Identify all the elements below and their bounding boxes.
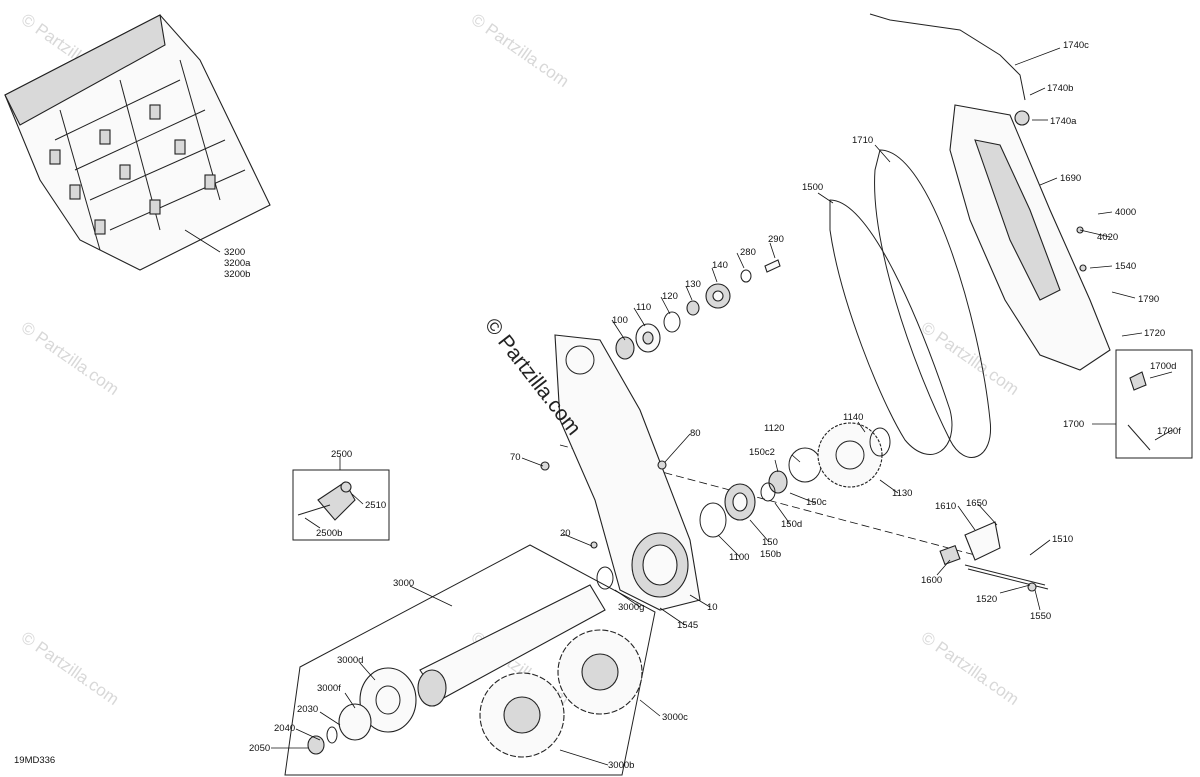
callout-1700: 1700 bbox=[1063, 419, 1084, 430]
watermark: © Partzilla.com bbox=[18, 318, 123, 399]
callout-130: 130 bbox=[685, 279, 701, 290]
callout-80: 80 bbox=[690, 428, 701, 439]
callout-1740a: 1740a bbox=[1050, 116, 1077, 127]
callout-3000c: 3000c bbox=[662, 712, 688, 723]
callout-2040: 2040 bbox=[274, 723, 295, 734]
callout-150c: 150c bbox=[806, 497, 827, 508]
callout-2030: 2030 bbox=[297, 704, 318, 715]
callout-3200: 3200 bbox=[224, 247, 245, 258]
callout-4020: 4020 bbox=[1097, 232, 1118, 243]
callout-10: 10 bbox=[707, 602, 718, 613]
callout-1790: 1790 bbox=[1138, 294, 1159, 305]
callout-1740c: 1740c bbox=[1063, 40, 1089, 51]
inset-1700d bbox=[1115, 349, 1193, 459]
callout-1700f: 1700f bbox=[1157, 426, 1181, 437]
callout-labels: 1740c 1740b 1740a 1710 1690 1500 4000 40… bbox=[224, 40, 1181, 771]
callout-1740b: 1740b bbox=[1047, 83, 1073, 94]
track-3200 bbox=[4, 14, 271, 271]
sprockets bbox=[307, 629, 643, 758]
callout-140: 140 bbox=[712, 260, 728, 271]
callout-1500: 1500 bbox=[802, 182, 823, 193]
drive-shaft-3000 bbox=[284, 544, 656, 776]
callout-3200b: 3200b bbox=[224, 269, 250, 280]
callout-2510: 2510 bbox=[365, 500, 386, 511]
drive-gears bbox=[699, 422, 891, 538]
callout-2500b: 2500b bbox=[316, 528, 342, 539]
callout-1610: 1610 bbox=[935, 501, 956, 512]
callout-1710: 1710 bbox=[852, 135, 873, 146]
watermark: © Partzilla.com bbox=[918, 628, 1023, 709]
callout-150d: 150d bbox=[781, 519, 802, 530]
callout-1690: 1690 bbox=[1060, 173, 1081, 184]
callout-4000: 4000 bbox=[1115, 207, 1136, 218]
chaincase-inner-10 bbox=[554, 334, 701, 611]
chaincase-cover-1700 bbox=[869, 13, 1111, 371]
watermark: © Partzilla.com bbox=[18, 628, 123, 709]
leader-lines bbox=[184, 47, 1173, 766]
callout-100: 100 bbox=[612, 315, 628, 326]
diagram-code: 19MD336 bbox=[14, 755, 55, 766]
callout-150b: 150b bbox=[760, 549, 781, 560]
callout-3000f: 3000f bbox=[317, 683, 341, 694]
callout-2050: 2050 bbox=[249, 743, 270, 754]
callout-2500: 2500 bbox=[331, 449, 352, 460]
callout-280: 280 bbox=[740, 247, 756, 258]
callout-1545: 1545 bbox=[677, 620, 698, 631]
callout-3000g: 3000g bbox=[618, 602, 644, 613]
chains bbox=[829, 149, 992, 458]
callout-3000: 3000 bbox=[393, 578, 414, 589]
callout-150: 150 bbox=[762, 537, 778, 548]
callout-1140: 1140 bbox=[843, 412, 863, 423]
callout-1550: 1550 bbox=[1030, 611, 1051, 622]
callout-290: 290 bbox=[768, 234, 784, 245]
callout-1700d: 1700d bbox=[1150, 361, 1176, 372]
callout-150c2: 150c2 bbox=[749, 447, 775, 458]
callout-1540: 1540 bbox=[1115, 261, 1136, 272]
bearing-stack bbox=[615, 259, 781, 360]
callout-1650: 1650 bbox=[966, 498, 987, 509]
callout-110: 110 bbox=[636, 302, 651, 313]
callout-3000d: 3000d bbox=[337, 655, 363, 666]
callout-1600: 1600 bbox=[921, 575, 942, 586]
watermark: © Partzilla.com bbox=[468, 10, 573, 91]
callout-3000b: 3000b bbox=[608, 760, 634, 771]
tensioner bbox=[939, 521, 1049, 590]
callout-1720: 1720 bbox=[1144, 328, 1165, 339]
callout-1520: 1520 bbox=[976, 594, 997, 605]
callout-120: 120 bbox=[662, 291, 678, 302]
callout-3200a: 3200a bbox=[224, 258, 251, 269]
callout-1510: 1510 bbox=[1052, 534, 1073, 545]
callout-20: 20 bbox=[560, 528, 571, 539]
watermark: © Partzilla.com bbox=[918, 318, 1023, 399]
callout-70: 70 bbox=[510, 452, 521, 463]
callout-1100: 1100 bbox=[729, 552, 749, 563]
callout-1130: 1130 bbox=[892, 488, 912, 499]
callout-1120: 1120 bbox=[764, 423, 784, 434]
